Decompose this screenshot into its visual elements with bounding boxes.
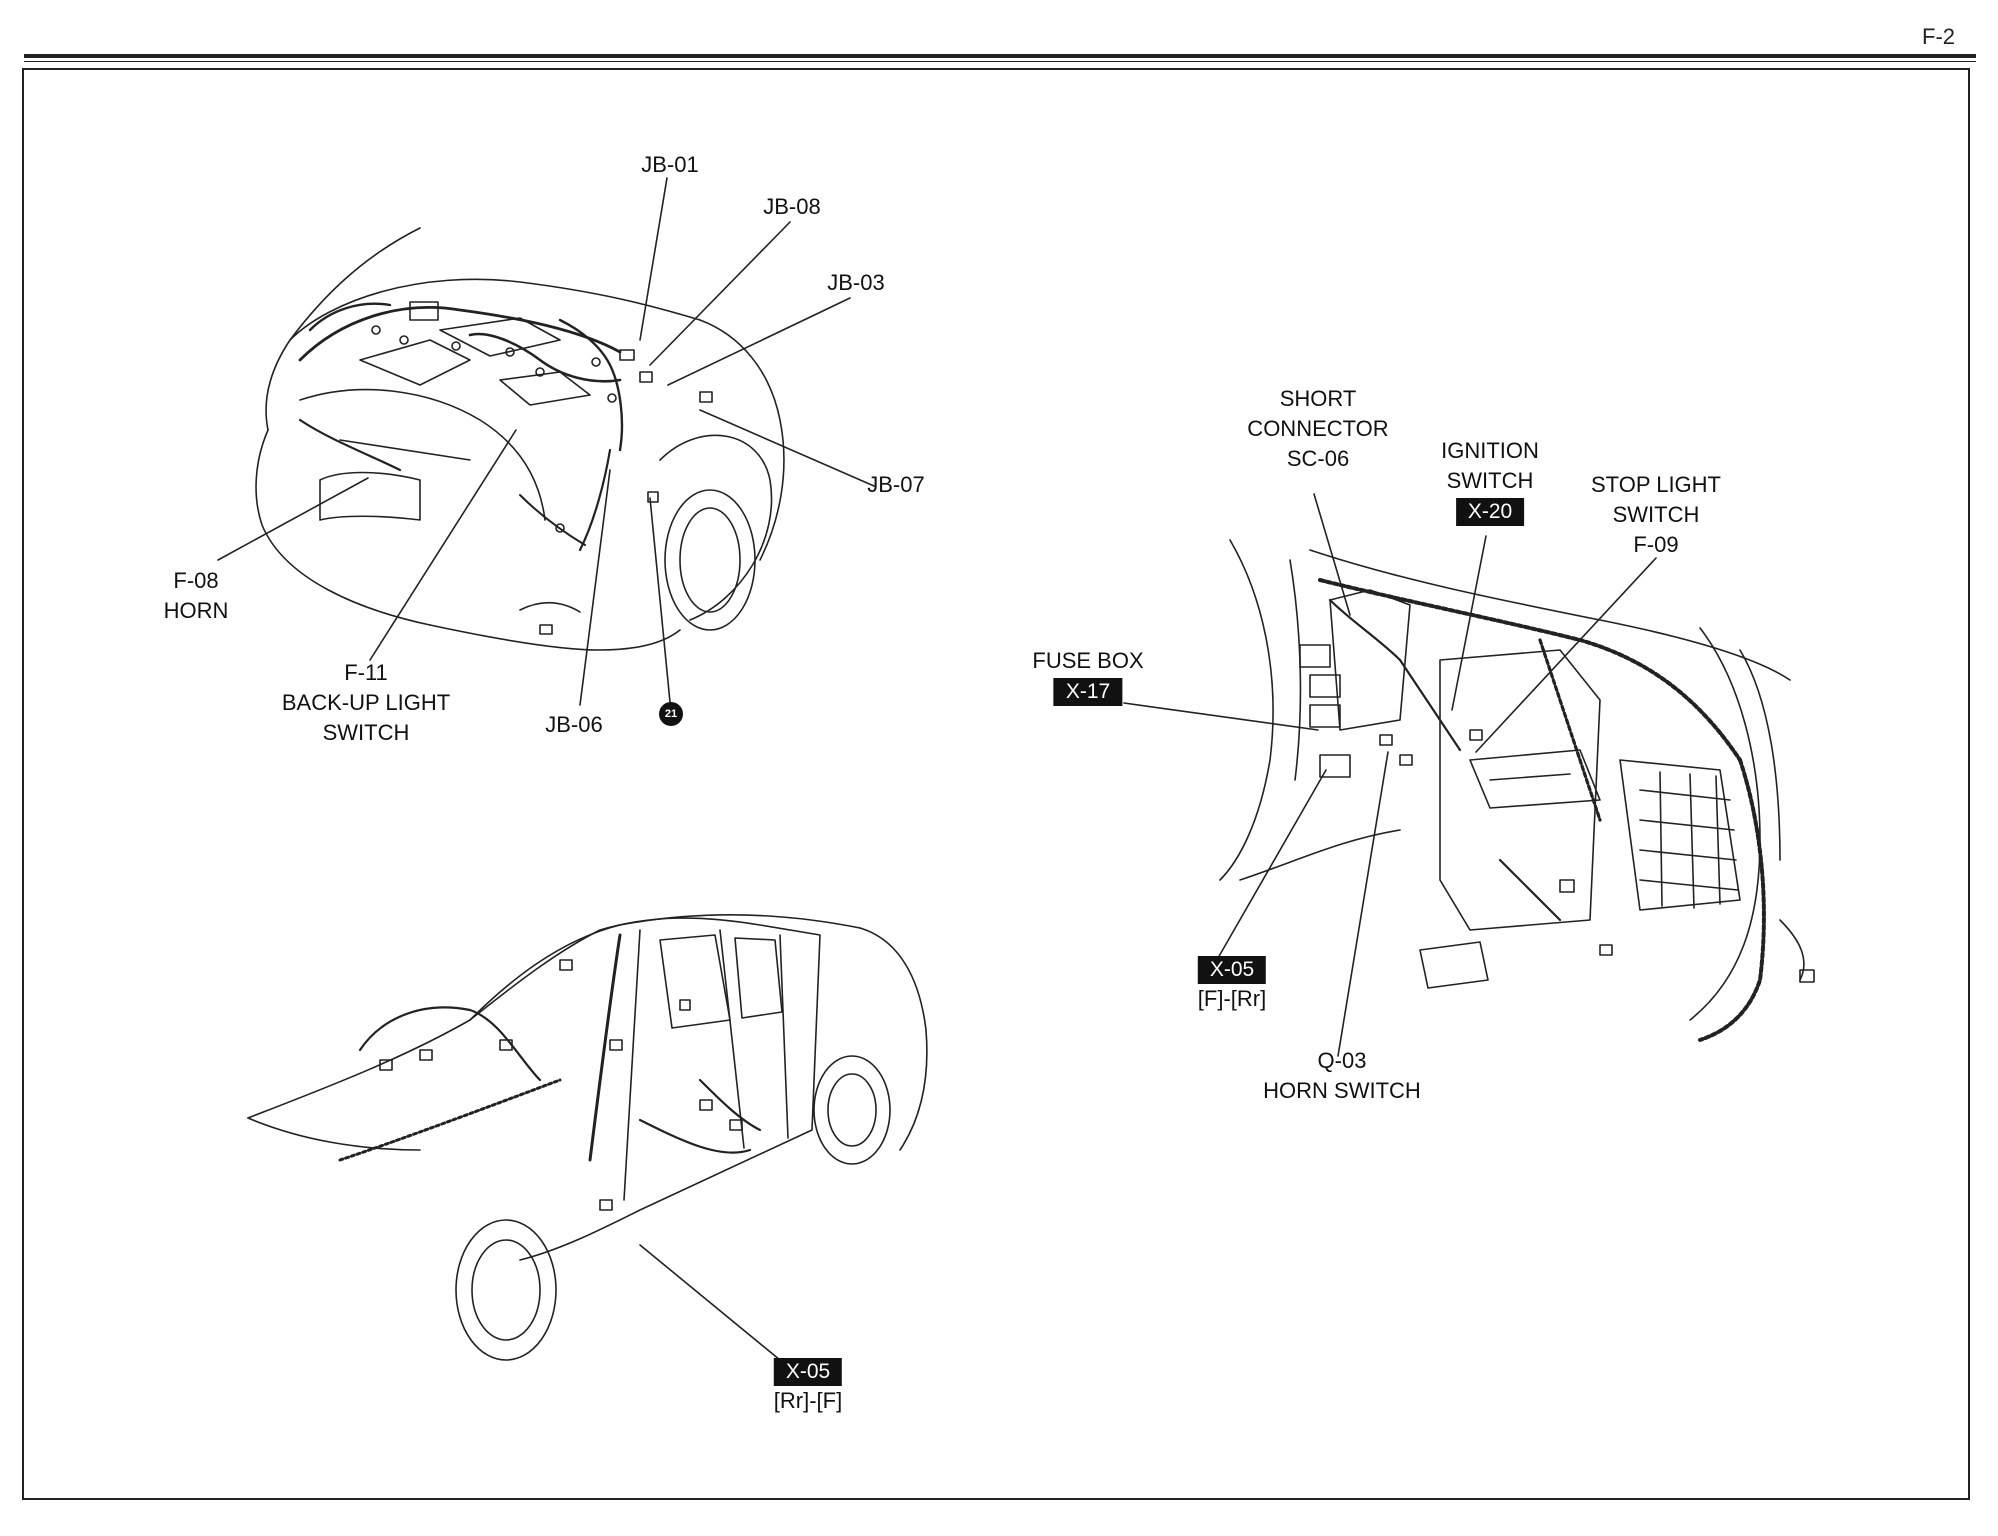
callout-fuse-box-text: FUSE BOX [1032, 648, 1144, 673]
callout-f-08-code: F-08 [173, 568, 219, 593]
engine-bay-illustration [217, 177, 875, 706]
callout-short-connector-sc-06: SHORT CONNECTOR SC-06 [1247, 384, 1388, 474]
callout-x-05-rr-f: X-05 [Rr]-[F] [774, 1356, 842, 1416]
diagram-frame [22, 68, 1970, 1500]
callout-jb-08-text: JB-08 [763, 194, 821, 219]
callout-stop-light-line2: SWITCH [1612, 502, 1700, 527]
callout-f-08-name: HORN [163, 598, 229, 623]
callout-jb-01-text: JB-01 [641, 152, 699, 177]
header-rule-thin [24, 61, 1976, 62]
callout-f-11-name-line1: BACK-UP LIGHT [281, 690, 451, 715]
callout-ignition-line1: IGNITION [1441, 438, 1539, 463]
connector-tag-x-17: X-17 [1053, 678, 1123, 706]
connector-tag-x-20: X-20 [1455, 498, 1525, 526]
callout-jb-07: JB-07 [867, 470, 924, 500]
callout-sc-06-line3: SC-06 [1286, 446, 1350, 471]
callout-sc-06-line1: SHORT [1279, 386, 1357, 411]
callout-jb-06-text: JB-06 [545, 712, 603, 737]
callout-jb-08: JB-08 [763, 192, 820, 222]
callout-jb-06: JB-06 [545, 710, 602, 740]
page-number: F-2 [1922, 24, 1955, 49]
callout-jb-01: JB-01 [641, 150, 698, 180]
callout-f-11-name-line2: SWITCH [322, 720, 410, 745]
callout-q-03-horn-switch: Q-03 HORN SWITCH [1263, 1046, 1421, 1106]
body-side-illustration [247, 914, 928, 1361]
connector-tag-x-05-rr-f: X-05 [773, 1358, 843, 1386]
callout-jb-07-text: JB-07 [867, 472, 925, 497]
ground-point-badge: 21 [659, 702, 683, 726]
interior-illustration [1123, 493, 1815, 1057]
callout-stop-light-line1: STOP LIGHT [1590, 472, 1722, 497]
callout-ignition-line2: SWITCH [1446, 468, 1534, 493]
callout-f-11-backup-light-switch: F-11 BACK-UP LIGHT SWITCH [282, 658, 450, 748]
callout-x-05-rr-f-sub: [Rr]-[F] [773, 1388, 843, 1413]
callout-q-03-code: Q-03 [1317, 1048, 1367, 1073]
callout-jb-03: JB-03 [827, 268, 884, 298]
callout-stop-light-switch: STOP LIGHT SWITCH F-09 [1591, 470, 1721, 560]
callout-x-05-f-rr: X-05 [F]-[Rr] [1198, 954, 1266, 1014]
callout-sc-06-line2: CONNECTOR [1247, 416, 1389, 441]
callout-f-08-horn: F-08 HORN [164, 566, 229, 626]
connector-tag-x-05-f-rr: X-05 [1197, 956, 1267, 984]
callout-fuse-box: FUSE BOX X-17 [1032, 646, 1144, 706]
callout-q-03-name: HORN SWITCH [1263, 1078, 1421, 1103]
header-rule [24, 54, 1976, 58]
callout-jb-03-text: JB-03 [827, 270, 885, 295]
callout-f-11-code: F-11 [344, 660, 388, 685]
callout-x-05-f-rr-sub: [F]-[Rr] [1197, 986, 1267, 1011]
callout-ignition-switch: IGNITION SWITCH X-20 [1441, 436, 1539, 526]
callout-stop-light-line3: F-09 [1633, 532, 1679, 557]
